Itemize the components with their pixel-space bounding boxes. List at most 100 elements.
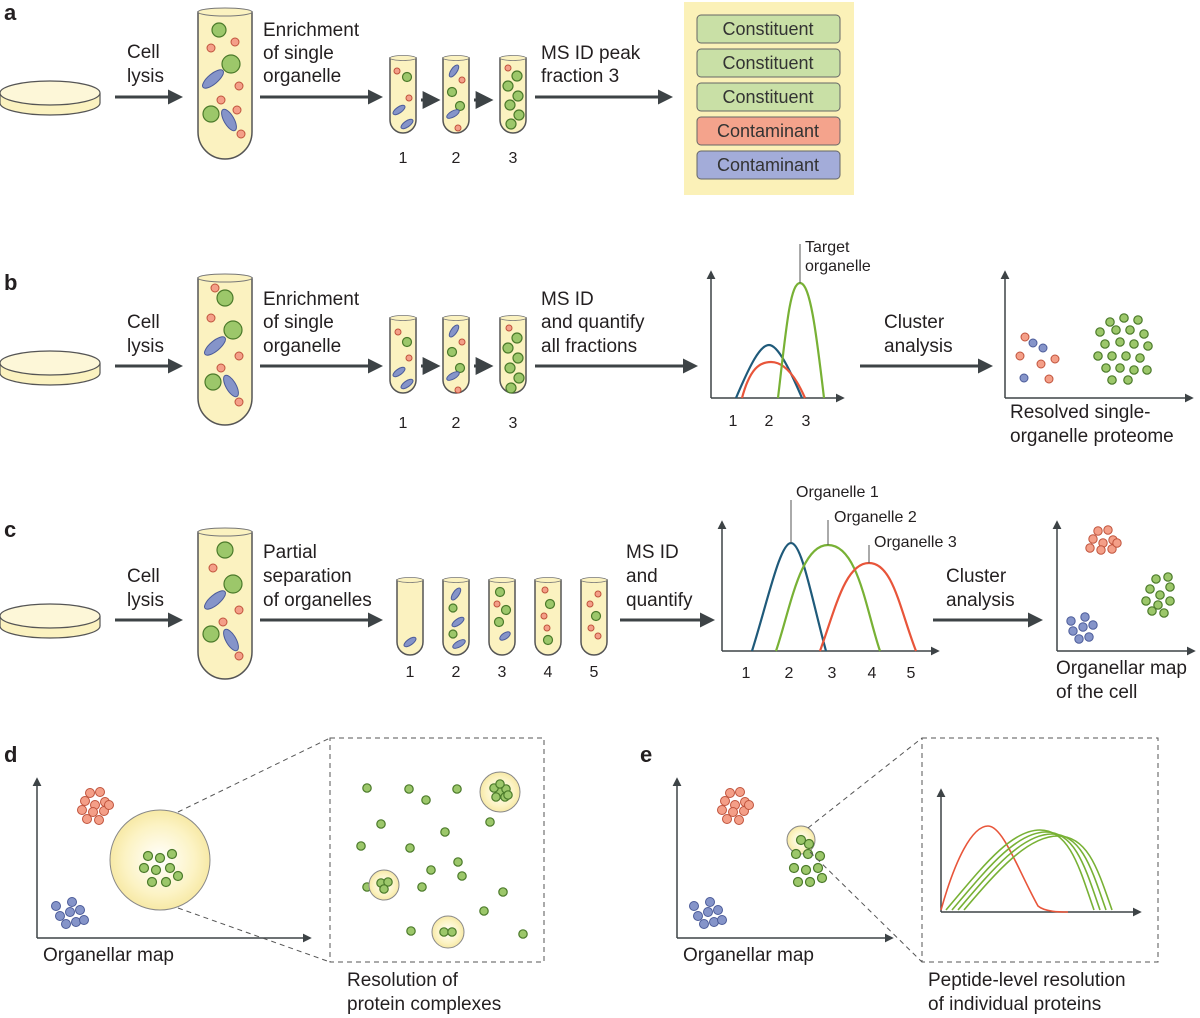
protein-dot (479, 906, 489, 916)
protein-dot (426, 865, 436, 875)
protein-dot (1107, 375, 1117, 385)
culture-dish-icon (0, 603, 101, 639)
protein-dot (725, 788, 735, 798)
cluster-organelle-red (77, 787, 114, 825)
protein-dot (362, 783, 372, 793)
protein-dot (95, 787, 105, 797)
protein-dot (67, 897, 77, 907)
protein-complex (368, 869, 400, 901)
step-cluster-1: Cluster (946, 566, 1007, 587)
protein-dot (788, 862, 800, 874)
tick-label: 3 (802, 413, 811, 430)
protein-dot (1088, 534, 1098, 544)
lysate-tube-icon (197, 7, 253, 160)
protein-dot (1129, 339, 1139, 349)
step-enrichment-3: organelle (263, 336, 341, 357)
protein-dot (717, 805, 727, 815)
protein-dot (703, 907, 713, 917)
protein-dot (1093, 351, 1103, 361)
protein-dot (356, 841, 366, 851)
result-label-1: Organellar map (1056, 658, 1187, 679)
protein-dot (405, 843, 415, 853)
protein-dot (1155, 590, 1165, 600)
protein-dot (816, 872, 828, 884)
zoom-guide (177, 737, 331, 813)
step-enrichment-1: Enrichment (263, 289, 360, 310)
step-enrichment-2: of single (263, 312, 334, 333)
protein-dot (795, 834, 807, 846)
results-list: ConstituentConstituentConstituentContami… (696, 14, 841, 180)
protein-dot (812, 862, 824, 874)
lysate-tube-icon (197, 273, 253, 426)
step-separation-3: of organelles (263, 590, 372, 611)
protein-dot (699, 919, 709, 929)
protein-dot (1107, 351, 1117, 361)
result-item-constituent: Constituent (696, 82, 841, 112)
protein-dot (1121, 351, 1131, 361)
map-label: Organellar map (683, 945, 814, 966)
protein-dot (406, 926, 416, 936)
step-separation-2: separation (263, 566, 352, 587)
result-label: Constituent (722, 19, 813, 39)
protein-dot (1101, 363, 1111, 373)
protein-dot (80, 796, 90, 806)
step-cluster-2: analysis (946, 590, 1015, 611)
protein-dot (800, 864, 812, 876)
protein-dot (1095, 327, 1105, 337)
panel-b: b Cell lysis Enrichment of single organe… (0, 239, 1194, 447)
profile-curve-organelle-2 (774, 543, 882, 652)
peak-label-organelle-3: Organelle 3 (874, 534, 957, 551)
target-cluster (1093, 313, 1153, 385)
tube-number: 1 (399, 150, 408, 167)
protein-dot (150, 864, 162, 876)
result-label: Constituent (722, 87, 813, 107)
result-item-constituent: Constituent (696, 48, 841, 78)
protein-dot (1123, 375, 1133, 385)
cluster-organelle-blue (1066, 612, 1098, 644)
protein-dot (705, 897, 715, 907)
protein-dot (1141, 596, 1151, 606)
zoom-label-2: protein complexes (347, 994, 501, 1015)
protein-dot (1111, 325, 1121, 335)
protein-dot (1100, 339, 1110, 349)
peptide-curve-green (951, 831, 1101, 911)
protein-dot (75, 905, 85, 915)
protein-dot (383, 877, 393, 887)
result-box (696, 14, 841, 44)
protein-dot (79, 915, 89, 925)
cluster-organelle-green (788, 834, 828, 888)
step-cell-lysis-2: lysis (127, 336, 164, 357)
protein-dot (85, 788, 95, 798)
result-label: Constituent (722, 53, 813, 73)
protein-dot (439, 927, 449, 937)
result-item-contaminant: Contaminant (696, 150, 841, 180)
result-box (696, 48, 841, 78)
culture-dish-icon (0, 350, 101, 386)
tick-label: 5 (907, 665, 916, 682)
protein-dot (55, 911, 65, 921)
step-ms-id-1: MS ID (626, 542, 679, 563)
cluster-organelle-green (1141, 572, 1175, 618)
protein-dot (77, 805, 87, 815)
panel-c: c Cell lysis Partial separation of organ… (0, 484, 1196, 703)
contaminant-cluster (1015, 332, 1060, 384)
protein-dot (792, 876, 804, 888)
step-ms-id-3: all fractions (541, 336, 637, 357)
profile-plot-b: Target organelle 1 2 3 (706, 239, 871, 430)
tube-number: 3 (509, 415, 518, 432)
protein-dot (440, 827, 450, 837)
zoom-guide (807, 737, 923, 829)
panel-a: a Cell lysis Enrichment of single organe… (0, 0, 854, 195)
step-cell-lysis-1: Cell (127, 312, 160, 333)
protein-dot (1088, 620, 1098, 630)
protein-dot (160, 876, 172, 888)
tube-number: 5 (590, 664, 599, 681)
fraction-tube-5 (580, 576, 608, 656)
cluster-plot-c: Organellar map of the cell (1052, 520, 1196, 703)
protein-dot (146, 876, 158, 888)
protein-dot (1142, 365, 1152, 375)
step-cell-lysis-1: Cell (127, 566, 160, 587)
protein-dot (164, 862, 176, 874)
protein-dot (1119, 313, 1129, 323)
protein-dot (1093, 526, 1103, 536)
